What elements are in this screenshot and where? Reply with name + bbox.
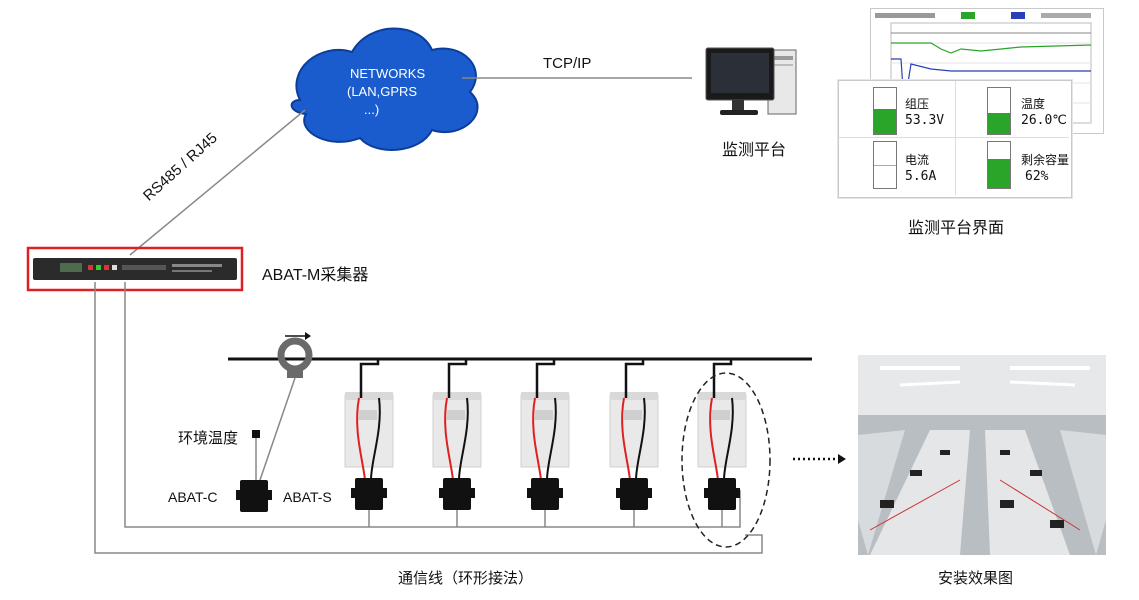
computer-icon (705, 47, 797, 115)
current-sensor (259, 332, 313, 481)
platform-ui-label: 监测平台界面 (908, 220, 1005, 237)
collector-device (26, 246, 244, 292)
temperature-gauge (987, 87, 1011, 135)
cloud-label-line2: (LAN,GPRS (347, 84, 418, 99)
voltage-label: 组压 (905, 97, 930, 111)
dotted-arrow (793, 454, 846, 464)
capacity-value: 62% (1025, 169, 1049, 184)
network-cloud (290, 27, 479, 151)
abat-s-sensor (351, 478, 387, 527)
current-label: 电流 (905, 153, 930, 167)
comm-line-inner (124, 282, 741, 528)
current-value: 5.6A (905, 169, 937, 184)
temperature-gauge-fill (988, 113, 1010, 134)
battery-cell (697, 359, 747, 481)
abat-s-sensor (527, 478, 563, 527)
cloud-label-line1: NETWORKS (350, 66, 426, 81)
battery-cell (344, 359, 394, 481)
cloud-label-line3: ...) (364, 102, 380, 117)
battery-cell (609, 359, 659, 481)
battery-cell (432, 359, 482, 481)
install-effect-label: 安装效果图 (938, 570, 1014, 587)
collector-label: ABAT-M采集器 (262, 267, 369, 284)
installation-photo (858, 355, 1106, 555)
abat-c-module (236, 480, 272, 512)
env-temp-label: 环境温度 (178, 430, 239, 447)
abat-s-sensor (704, 478, 740, 527)
capacity-label: 剩余容量 (1021, 153, 1070, 167)
temperature-value: 26.0℃ (1021, 113, 1067, 128)
comm-line-outer (94, 282, 763, 554)
voltage-gauge (873, 87, 897, 135)
voltage-value: 53.3V (905, 113, 945, 128)
rs485-link (129, 109, 306, 256)
comm-line-label: 通信线（环形接法） (398, 570, 534, 587)
capacity-gauge (987, 141, 1011, 189)
platform-label: 监测平台 (722, 142, 787, 159)
tcp-ip-label: TCP/IP (543, 55, 592, 72)
highlight-ellipse (681, 372, 771, 548)
monitor-gauge-panel: 组压 53.3V 温度 26.0℃ 电流 5.6A 剩余容量 62% (838, 80, 1072, 198)
current-gauge-zero (874, 165, 896, 166)
abat-c-label: ABAT-C (168, 489, 218, 505)
abat-s-sensor (439, 478, 475, 527)
temperature-label: 温度 (1021, 97, 1046, 111)
voltage-gauge-fill (874, 108, 896, 134)
temp-sensor (252, 430, 260, 438)
abat-s-label: ABAT-S (283, 489, 332, 505)
current-gauge (873, 141, 897, 189)
capacity-gauge-fill (988, 159, 1010, 188)
battery-cell (520, 359, 570, 481)
abat-s-sensor (616, 478, 652, 527)
battery-string (344, 359, 747, 527)
